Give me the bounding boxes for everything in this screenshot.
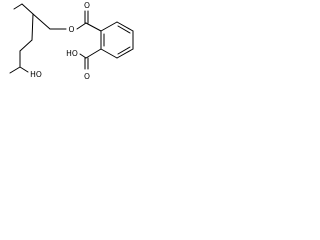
bond-o-to-carbonyl-carbon — [76, 22, 87, 30]
bond-ethyl-terminal — [13, 3, 23, 10]
acid-hydroxyl-label: HO — [66, 49, 78, 58]
bond-chain-to-hydroxyl — [19, 66, 29, 73]
bond-ethyl-to-branch — [21, 3, 34, 15]
ring-inner-bond-2 — [117, 46, 131, 55]
bond-ester-to-ring — [85, 22, 102, 32]
bond-branch-to-chain — [31, 13, 34, 41]
ester-carbonyl-oxygen-label: O — [84, 1, 90, 10]
alkyl-chain — [9, 13, 51, 74]
ring-bond-1 — [100, 21, 118, 32]
ring-bond-4 — [116, 48, 134, 59]
ester-group — [49, 10, 102, 32]
bond-acid-to-hydroxyl — [79, 53, 87, 59]
ethyl-branch — [13, 3, 34, 15]
bond-chain-2 — [19, 39, 33, 52]
ring-bond-5 — [100, 48, 118, 59]
chain-hydroxyl-label: HO — [30, 70, 42, 79]
bond-chain-to-methyl — [9, 66, 21, 74]
ring-bond-2 — [116, 21, 134, 32]
ring-inner-bond-1 — [117, 25, 131, 34]
acid-group — [79, 48, 102, 70]
ester-link-oxygen-label: O — [69, 25, 75, 34]
acid-carbonyl-oxygen-label: O — [84, 72, 90, 81]
benzene-ring — [100, 21, 134, 59]
bond-branch-to-ch2o — [32, 13, 51, 30]
molecule-structure: O O HO O HO — [9, 1, 134, 81]
bond-ring-to-acid-carbon — [85, 48, 102, 59]
